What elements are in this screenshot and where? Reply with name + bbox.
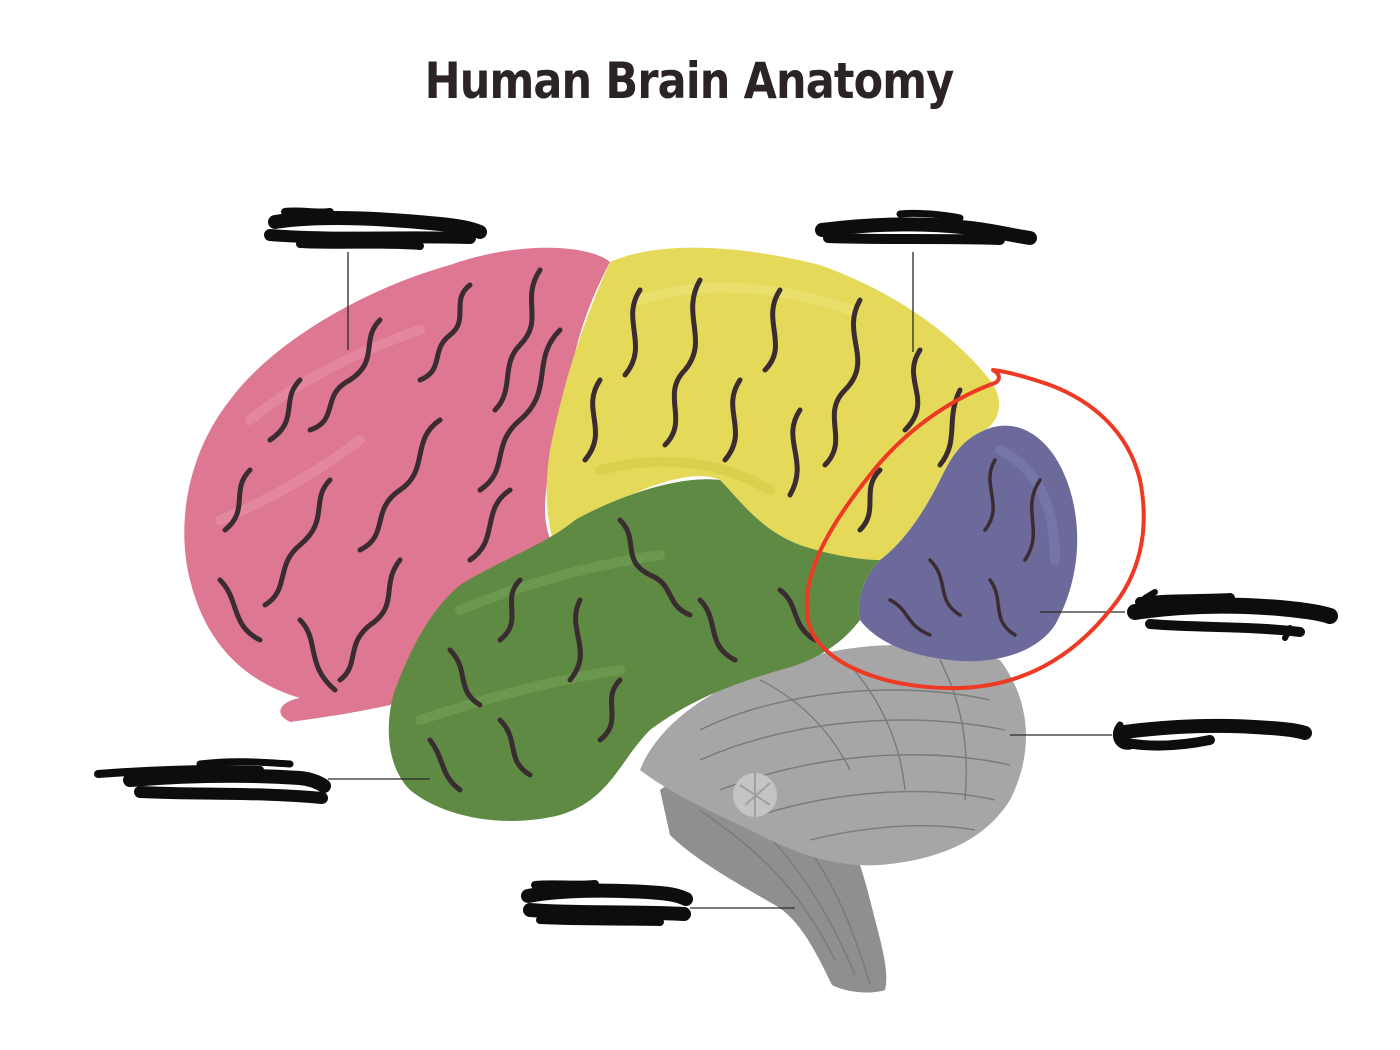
parietal-lobe bbox=[546, 247, 1000, 561]
frontal-lobe bbox=[184, 247, 611, 723]
redacted-label-brainstem bbox=[521, 880, 693, 926]
redacted-label-temporal bbox=[94, 758, 331, 804]
redacted-labels bbox=[94, 207, 1338, 926]
cerebellum bbox=[640, 645, 1027, 866]
redacted-label-cerebellum bbox=[1112, 718, 1312, 751]
redacted-label-occipital bbox=[1127, 589, 1338, 641]
temporal-lobe bbox=[388, 479, 880, 821]
page-title: Human Brain Anatomy bbox=[424, 52, 955, 110]
highlight-circle bbox=[804, 368, 1146, 691]
redacted-label-top-right bbox=[815, 209, 1037, 245]
redacted-label-top-left bbox=[264, 207, 487, 250]
occipital-lobe bbox=[858, 425, 1078, 662]
